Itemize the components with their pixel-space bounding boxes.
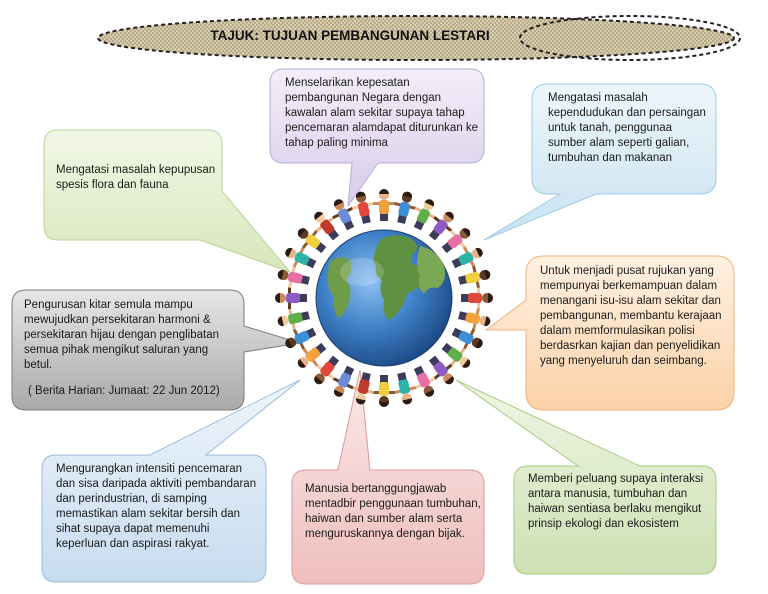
globe-landmass-america xyxy=(327,257,352,318)
person-figure xyxy=(373,375,395,407)
person-figure xyxy=(441,228,471,254)
title-banner xyxy=(97,15,735,61)
person-figure xyxy=(297,228,327,254)
callout-bottom-right-shape xyxy=(455,379,717,575)
person-figure xyxy=(393,191,417,224)
globe-illustration xyxy=(315,229,453,367)
callout-bottom-left-shape xyxy=(41,379,301,583)
person-figure xyxy=(458,265,491,289)
person-figure xyxy=(285,246,317,269)
person-figure xyxy=(373,189,395,221)
person-figure xyxy=(314,355,340,385)
callout-left-top-shape xyxy=(43,129,292,274)
callout-right-mid-shape xyxy=(484,255,735,411)
person-figure xyxy=(275,287,307,309)
box-top-right-text: Mengatasi masalah kependudukan dan persa… xyxy=(548,92,706,164)
box-bottom-left-text: Mengurangkan intensiti pencemaran dan si… xyxy=(56,463,257,550)
person-figure xyxy=(351,372,375,405)
box-left-mid-text: Pengurusan kitar semula mampu mewujudkan… xyxy=(24,299,220,371)
box-right-mid-text: Untuk menjadi pusat rujukan yang mempuny… xyxy=(540,265,722,367)
callout-left-mid-shape xyxy=(11,289,301,411)
box-left-top-text: Mengatasi masalah kepupusan spesis flora… xyxy=(56,164,216,191)
person-figure xyxy=(413,199,436,231)
callout-top-right-shape xyxy=(483,83,717,241)
person-figure xyxy=(285,327,317,350)
person-figure xyxy=(461,287,493,309)
person-figure xyxy=(428,211,454,241)
people-ring xyxy=(275,189,493,407)
person-figure xyxy=(314,211,340,241)
box-top-text: Menselarikan kepesatan pembangunan Negar… xyxy=(285,77,479,149)
person-figure xyxy=(277,307,310,331)
person-figure xyxy=(297,342,327,368)
person-figure xyxy=(413,365,436,397)
title-banner-overlay xyxy=(519,15,741,61)
page-title: TAJUK: TUJUAN PEMBANGUNAN LESTARI xyxy=(210,28,490,43)
person-figure xyxy=(441,342,471,368)
person-figure xyxy=(351,191,375,224)
person-figure xyxy=(277,265,310,289)
person-figure xyxy=(393,372,417,405)
callout-bottom-center-shape xyxy=(291,369,485,585)
person-figure xyxy=(451,246,483,269)
globe-landmass-europe xyxy=(373,235,426,320)
box-left-mid-source: ( Berita Harian: Jumaat: 22 Jun 2012) xyxy=(28,385,220,397)
callout-top-shape xyxy=(269,68,485,208)
box-bottom-right-text: Memberi peluang supaya interaksi antara … xyxy=(528,473,704,530)
box-bottom-center-text: Manusia bertanggungjawab mentadbir pengg… xyxy=(305,483,481,540)
person-figure xyxy=(458,307,491,331)
person-figure xyxy=(332,365,355,397)
person-figure xyxy=(332,199,355,231)
person-figure xyxy=(451,327,483,350)
globe-landmass-asia xyxy=(417,246,446,294)
person-figure xyxy=(428,355,454,385)
